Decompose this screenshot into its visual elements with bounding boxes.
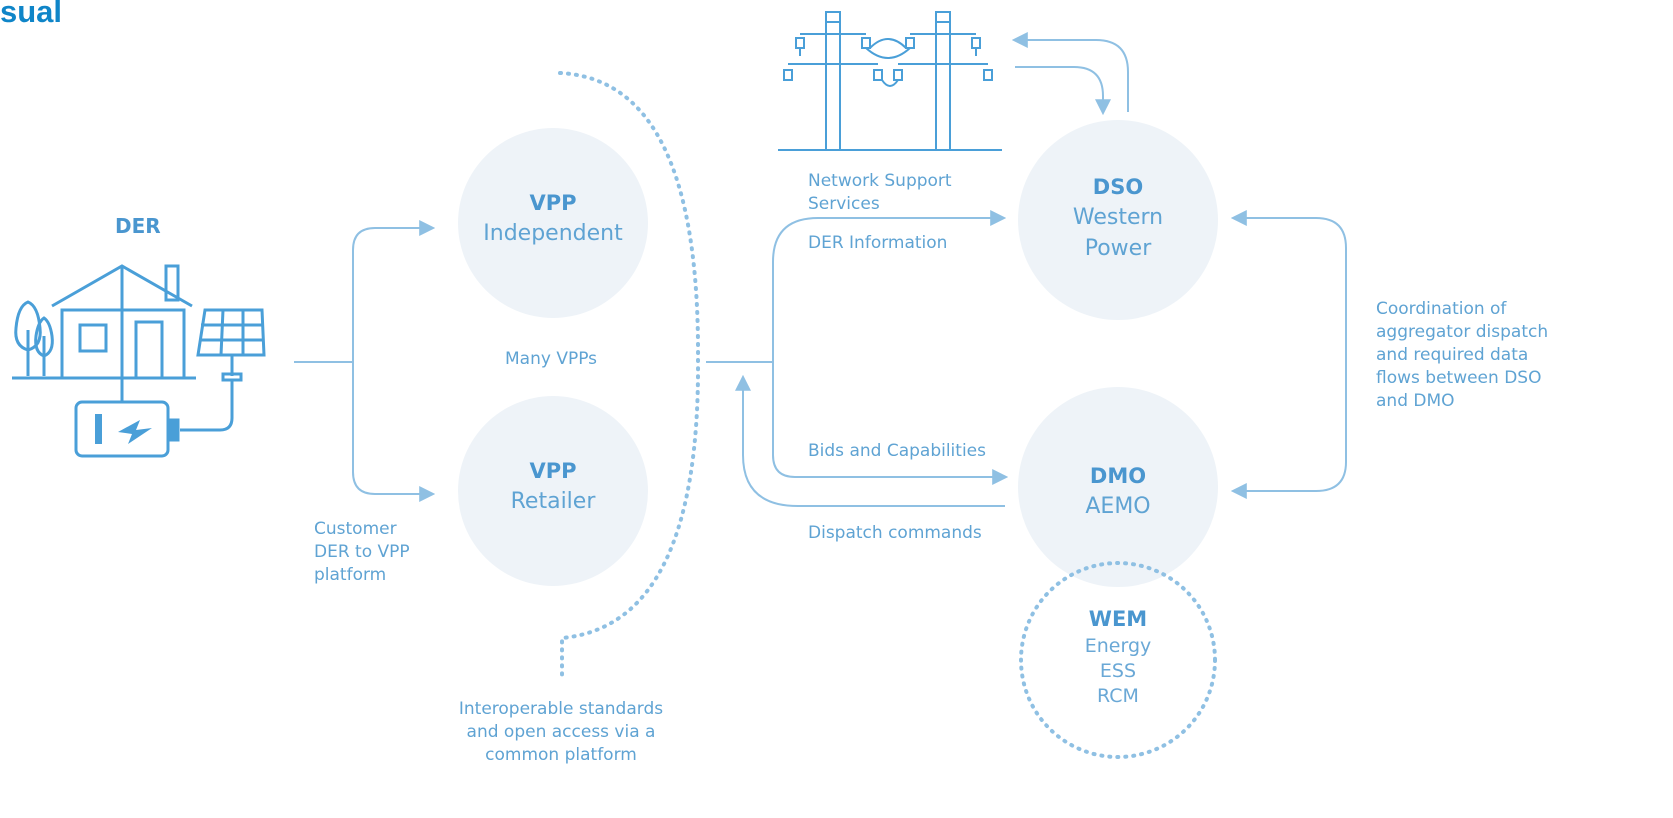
dmo-title: DMO	[1089, 464, 1147, 488]
page-heading: sual	[0, 0, 63, 29]
label-line: Customer	[314, 519, 397, 539]
label-line: aggregator dispatch	[1376, 322, 1549, 342]
dso-node: DSO Western Power	[1018, 172, 1218, 264]
wem-node: WEM Energy ESS RCM	[1038, 604, 1198, 709]
dso-title: DSO	[1092, 175, 1144, 199]
label-line: platform	[314, 565, 387, 585]
dmo-sub: AEMO	[1085, 494, 1151, 519]
wem-item: ESS	[1099, 660, 1137, 682]
label-line: and DMO	[1376, 391, 1455, 411]
der-information-label: DER Information	[808, 233, 948, 253]
customer-der-label: Customer DER to VPP platform	[314, 518, 410, 587]
power-pole-icon	[778, 11, 1002, 151]
label-line: flows between DSO	[1376, 368, 1542, 388]
dmo-circle	[1018, 387, 1218, 587]
der-to-vpp-connectors	[294, 220, 436, 502]
label-line: and required data	[1376, 345, 1529, 365]
network-support-label: Network Support Services	[808, 170, 952, 216]
coordination-label: Coordination of aggregator dispatch and …	[1376, 298, 1548, 413]
coordination-connectors	[1230, 210, 1347, 499]
label-line: DER to VPP	[314, 542, 410, 562]
dso-line1: Western	[1072, 205, 1164, 230]
label-line: Network Support	[808, 171, 952, 191]
label-line: and open access via a	[466, 722, 656, 742]
dso-line2: Power	[1084, 236, 1152, 261]
network-loop-arrows	[1011, 32, 1129, 116]
wem-item: RCM	[1097, 685, 1139, 707]
label-line: Services	[808, 194, 880, 214]
vpp-independent-node: VPP Independent	[458, 188, 648, 249]
vpp-independent-circle	[458, 128, 648, 318]
wem-item: Energy	[1084, 635, 1152, 657]
wem-title: WEM	[1088, 607, 1148, 631]
label-line: common platform	[485, 745, 637, 765]
label-line: Coordination of	[1376, 299, 1507, 319]
vpp-retailer-sub: Retailer	[510, 489, 596, 514]
tree-icon	[14, 300, 54, 376]
dispatch-commands-label: Dispatch commands	[808, 523, 982, 543]
der-label: DER	[115, 214, 161, 238]
bids-capabilities-label: Bids and Capabilities	[808, 441, 986, 461]
dso-circle	[1018, 120, 1218, 320]
solar-panel-icon	[180, 308, 266, 432]
battery-icon	[74, 378, 180, 458]
vpp-to-operator-connectors	[706, 210, 1009, 507]
vpp-retailer-node: VPP Retailer	[458, 456, 648, 517]
vpp-independent-sub: Independent	[483, 221, 623, 246]
platform-boundary-dotted	[558, 71, 701, 677]
interoperable-label: Interoperable standards and open access …	[430, 698, 692, 767]
vpp-independent-title: VPP	[529, 191, 577, 215]
label-line: Interoperable standards	[458, 699, 664, 719]
wem-dotted-circle	[1019, 561, 1217, 759]
many-vpps-label: Many VPPs	[505, 349, 598, 369]
vpp-retailer-circle	[458, 396, 648, 586]
dmo-node: DMO AEMO	[1018, 461, 1218, 522]
vpp-retailer-title: VPP	[529, 459, 577, 483]
